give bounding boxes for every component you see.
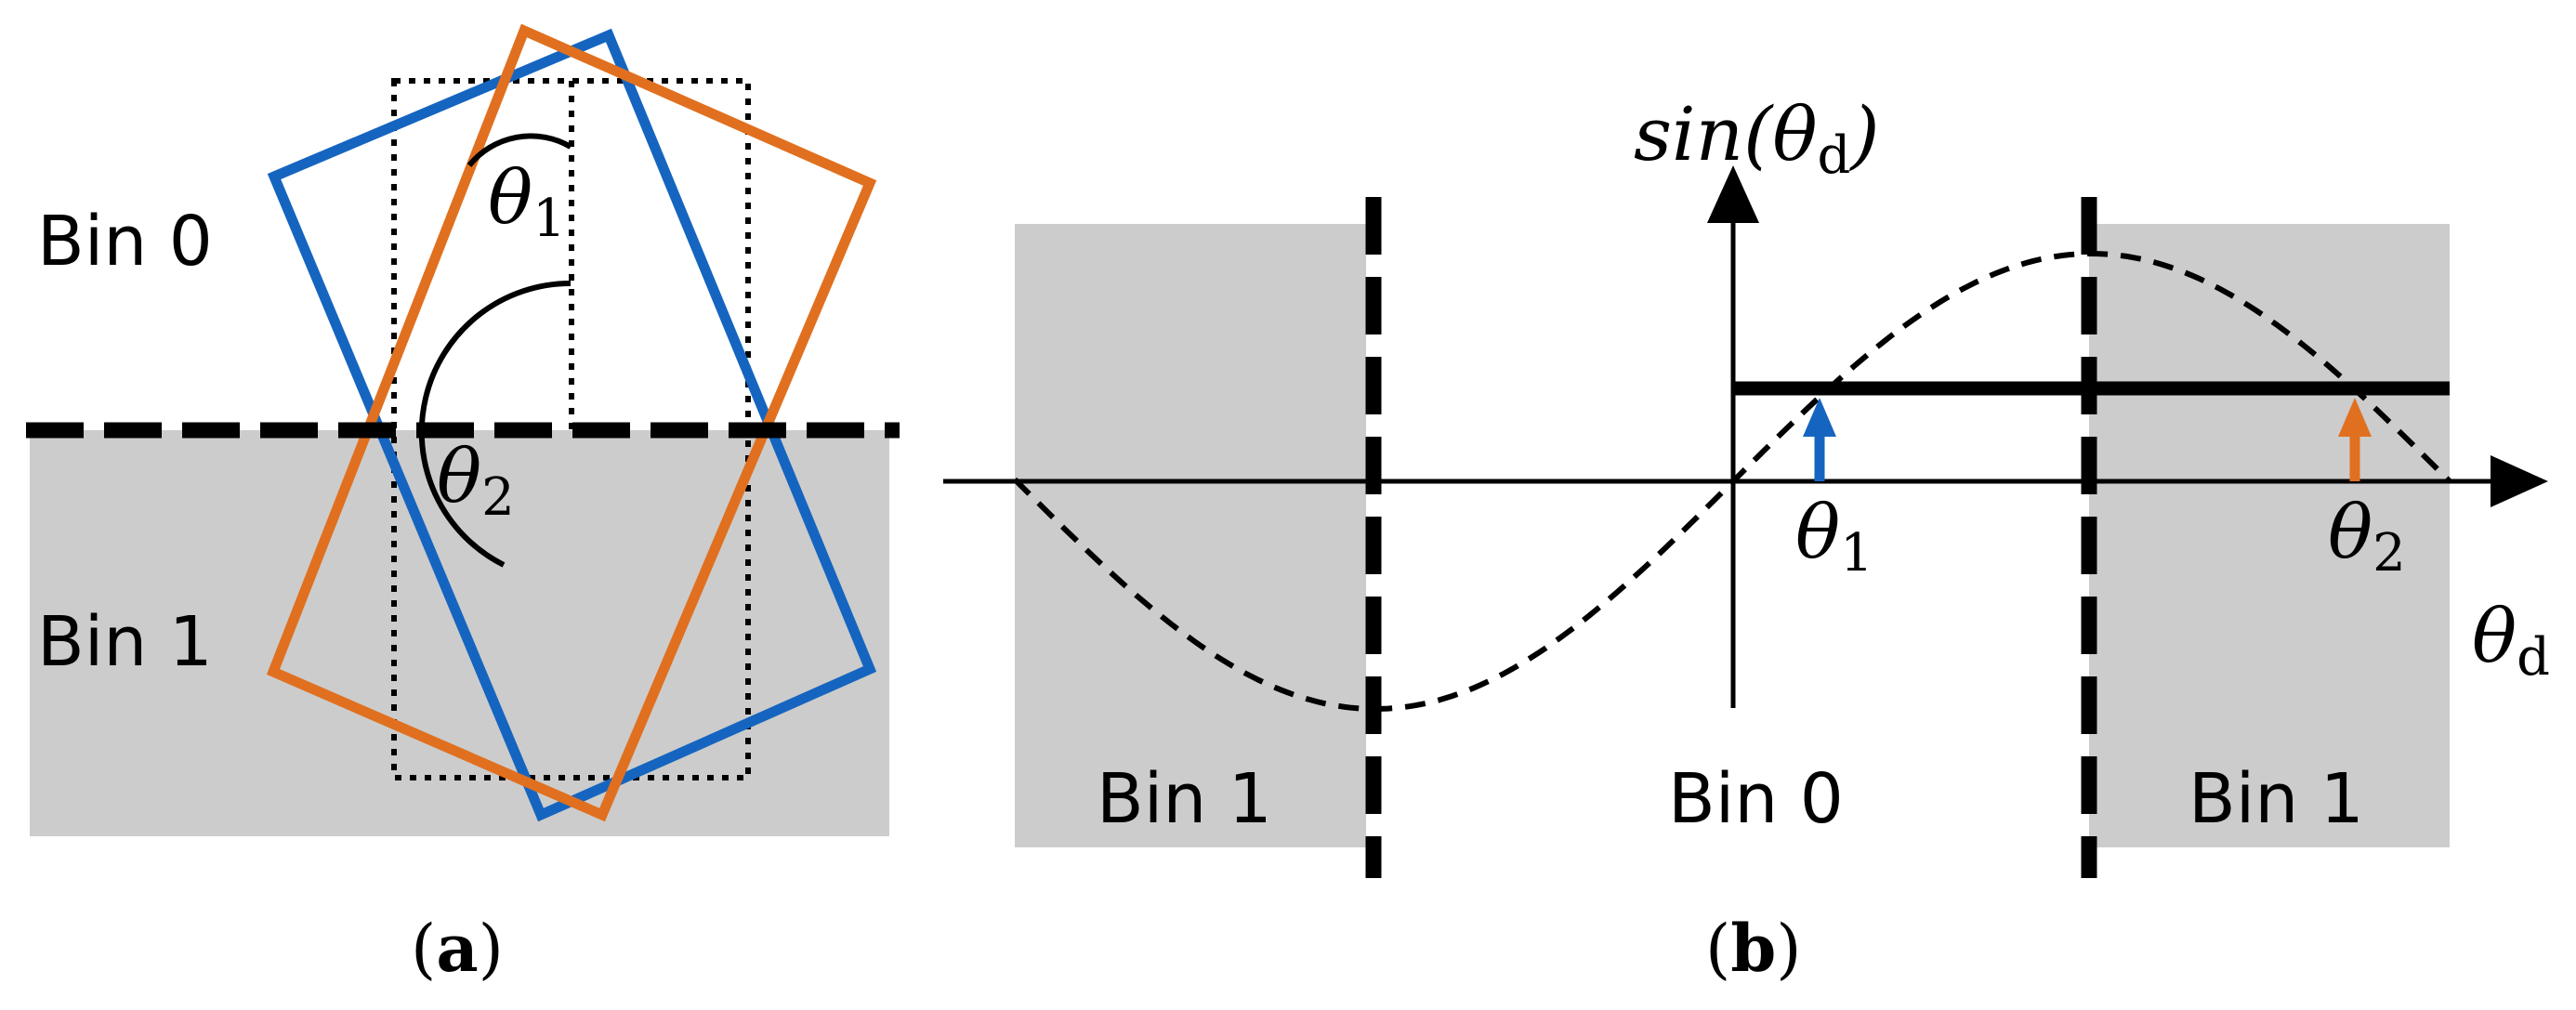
bin1-region-left: [1015, 224, 1366, 847]
caption-a: (a): [411, 910, 504, 987]
bin1-label-right: Bin 1: [2188, 759, 2364, 839]
bin1-label-a: Bin 1: [37, 602, 213, 682]
theta2-label-a: θ2: [437, 433, 515, 528]
sine-curve: [1012, 250, 2452, 713]
y-axis-arrowhead: [1707, 165, 1759, 223]
panel-b: sin(θd) θd θ1 θ2 Bin 1 Bin 0 Bin 1 (b): [943, 91, 2550, 987]
x-axis-arrowhead: [2491, 455, 2548, 507]
panel-a: Bin 0 Bin 1 θ1 θ2 (a): [26, 23, 900, 987]
theta1-label-a: θ1: [488, 154, 566, 249]
theta2-arc: [418, 280, 572, 568]
theta1-arrowhead: [1803, 398, 1836, 437]
y-axis-label: sin(θd): [1634, 91, 1880, 186]
bin1-label-left: Bin 1: [1097, 759, 1272, 839]
bin0-label-a: Bin 0: [37, 202, 213, 282]
caption-b: (b): [1705, 910, 1802, 987]
blue-rotated-box: [267, 28, 877, 822]
orange-rotated-box: [266, 23, 877, 822]
theta2-arrowhead: [2338, 398, 2372, 437]
theta1-arc: [467, 133, 572, 167]
bin0-label-center: Bin 0: [1668, 759, 1844, 839]
theta2-label-b: θ2: [2328, 489, 2406, 584]
x-axis-label: θd: [2472, 593, 2550, 688]
theta1-label-b: θ1: [1795, 489, 1873, 584]
bin1-region-right: [2089, 224, 2450, 847]
